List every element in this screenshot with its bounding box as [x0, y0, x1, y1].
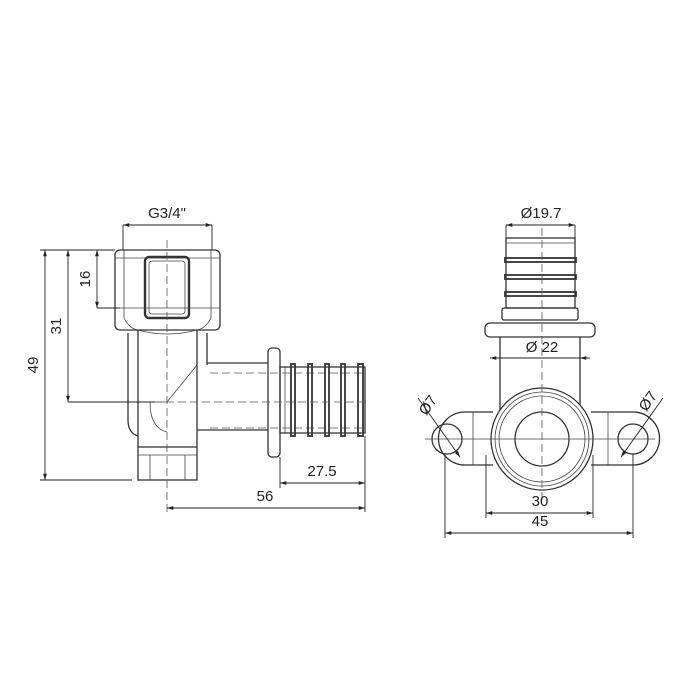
hole-spacing-outer-label: 45 [532, 513, 549, 530]
thread-depth-label: 16 [77, 271, 94, 288]
body-diameter-label: Ø 22 [526, 339, 559, 356]
dim-overall-length: 56 [167, 488, 365, 510]
dim-insert-diameter: Ø19.7 [505, 205, 576, 238]
outlet-pipe [197, 347, 366, 458]
body [431, 337, 661, 491]
dim-body-diameter: Ø 22 [490, 339, 590, 360]
barb-ribs [290, 363, 364, 437]
insert-barb [484, 237, 596, 338]
dim-thread: G3/4" [122, 205, 213, 250]
elbow-body [127, 329, 208, 481]
dim-hole-spacing-outer: 45 [444, 454, 634, 538]
side-view: G3/4" 49 31 16 27.5 56 [25, 205, 368, 512]
dim-hole-left: Ø7 [416, 392, 461, 458]
hole-spacing-inner-label: 30 [532, 493, 549, 510]
overall-length-label: 56 [257, 488, 274, 505]
dim-overall-height: 49 [25, 249, 132, 481]
hole-right-label: Ø7 [636, 388, 661, 414]
dim-insert-length: 27.5 [279, 436, 366, 512]
insert-length-label: 27.5 [307, 463, 336, 480]
dim-center-height: 31 [48, 250, 155, 403]
dim-hole-right: Ø7 [620, 388, 664, 458]
overall-height-label: 49 [25, 357, 42, 374]
dim-thread-depth: 16 [77, 250, 120, 309]
threaded-head [114, 249, 221, 331]
front-view: Ø19.7 Ø 22 Ø7 Ø7 30 45 [416, 205, 664, 538]
thread-label: G3/4" [148, 205, 186, 222]
insert-diameter-label: Ø19.7 [521, 205, 562, 222]
hole-left-label: Ø7 [416, 392, 441, 418]
center-height-label: 31 [48, 318, 65, 335]
dim-hole-spacing-inner: 30 [485, 455, 594, 518]
